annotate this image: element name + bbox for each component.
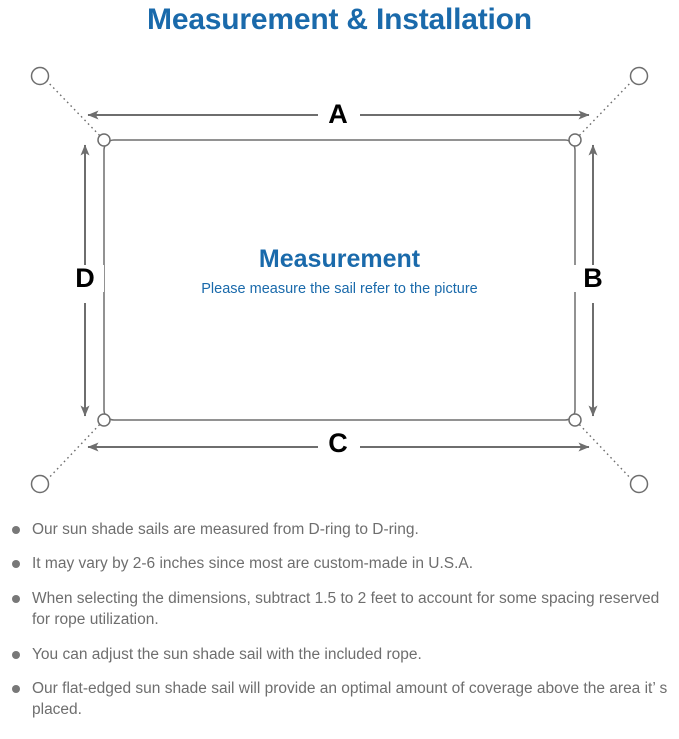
d-ring-bottom-right	[568, 413, 582, 427]
note-text: You can adjust the sun shade sail with t…	[32, 645, 422, 663]
page-title: Measurement & Installation	[147, 3, 532, 36]
rope-line-bottom-right	[575, 420, 637, 485]
bullet-icon	[12, 594, 20, 603]
anchor-point-top-right	[629, 66, 649, 86]
bullet-icon	[12, 650, 20, 659]
anchor-point-bottom-left	[30, 474, 50, 494]
d-ring-top-left	[97, 133, 111, 147]
d-ring-top-right	[568, 133, 582, 147]
anchor-point-bottom-right	[629, 474, 649, 494]
anchor-point-top-left	[30, 66, 50, 86]
note-text: Our flat-edged sun shade sail will provi…	[32, 679, 668, 719]
bullet-icon	[12, 684, 20, 693]
list-item: It may vary by 2-6 inches since most are…	[0, 553, 679, 574]
shade-sail-measurement-diagram: Measurement Please measure the sail refe…	[0, 44, 679, 514]
note-text: Our sun shade sails are measured from D-…	[32, 521, 419, 538]
bullet-icon	[12, 526, 20, 534]
sail-body	[103, 139, 576, 421]
d-ring-bottom-left	[97, 413, 111, 427]
dimension-label-d: D	[66, 265, 104, 292]
rope-line-bottom-left	[42, 420, 104, 485]
note-text: When selecting the dimensions, subtract …	[32, 589, 660, 629]
notes-list: Our sun shade sails are measured from D-…	[0, 519, 679, 734]
list-item: When selecting the dimensions, subtract …	[0, 588, 679, 631]
note-text: It may vary by 2-6 inches since most are…	[32, 555, 474, 573]
rope-line-top-right	[575, 76, 637, 140]
diagram-canvas	[30, 66, 649, 494]
list-item: You can adjust the sun shade sail with t…	[0, 644, 679, 665]
rope-line-top-left	[42, 76, 104, 140]
list-item: Our flat-edged sun shade sail will provi…	[0, 678, 679, 721]
dimension-label-a: A	[318, 101, 358, 128]
list-item: Our sun shade sails are measured from D-…	[0, 519, 679, 540]
dimension-label-b: B	[574, 265, 612, 292]
bullet-icon	[12, 560, 20, 569]
measurement-heading: Measurement	[258, 245, 421, 273]
measurement-subheading: Please measure the sail refer to the pic…	[201, 281, 478, 297]
dimension-label-c: C	[318, 430, 358, 457]
